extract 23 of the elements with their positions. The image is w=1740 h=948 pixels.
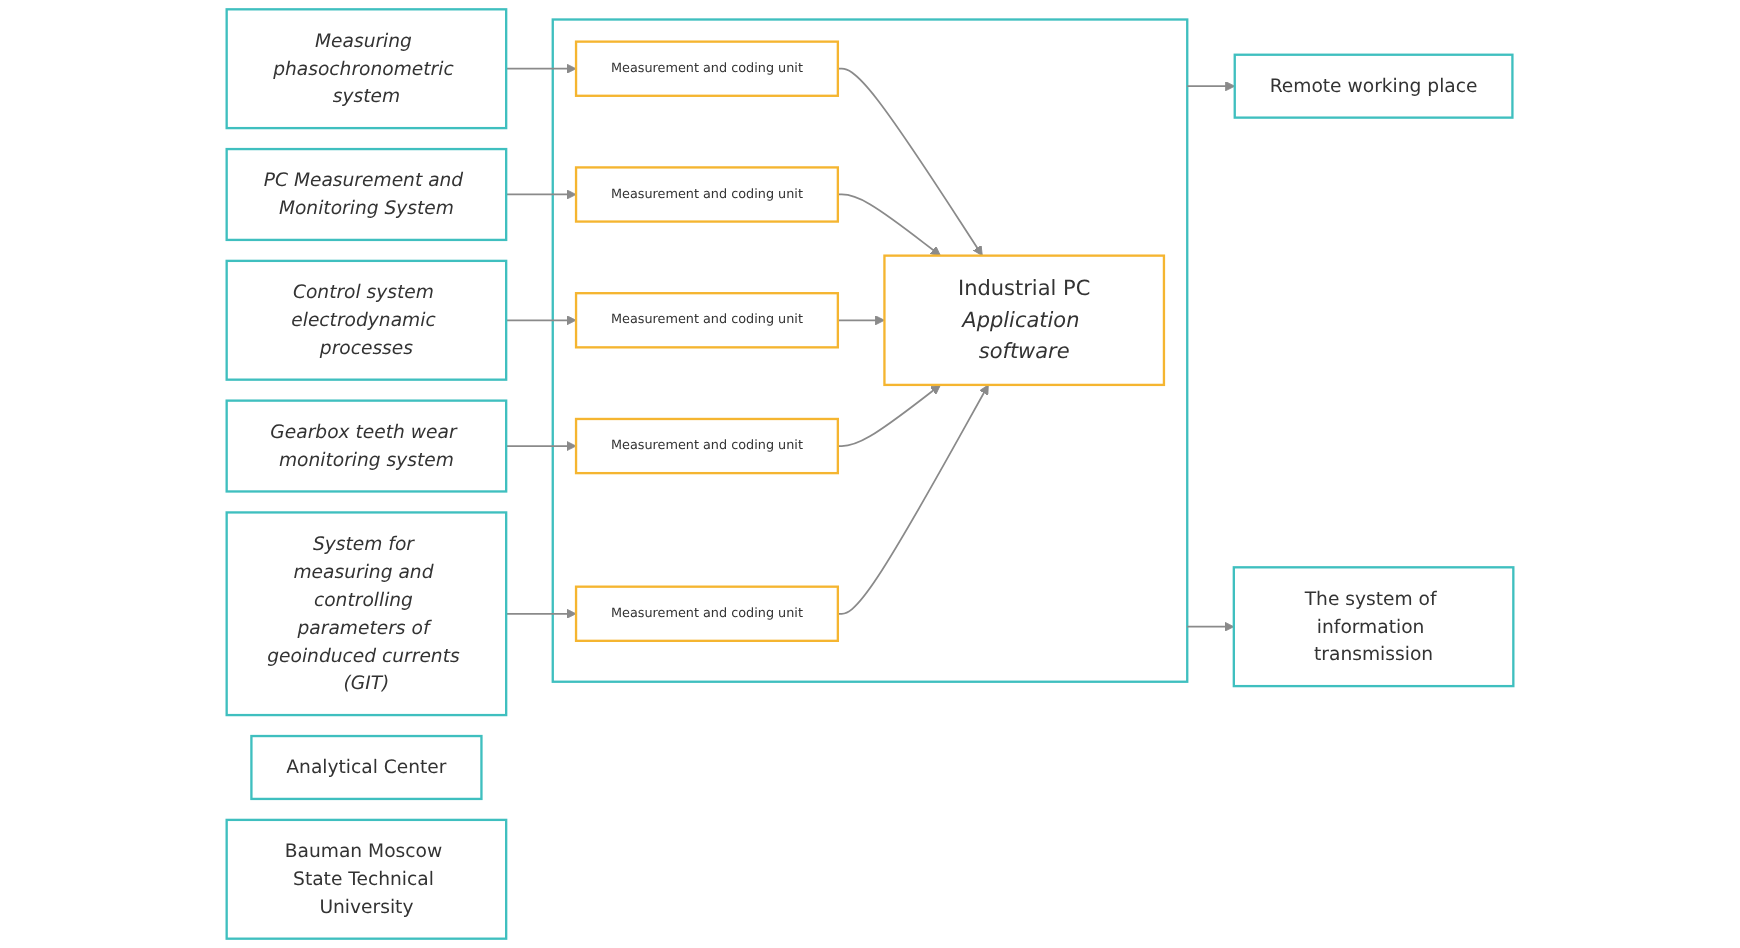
arrow [836,315,885,326]
arrow [836,67,983,257]
node-box: Industrial PC Application software [883,254,1166,387]
node-box: Control system electrodynamic processes [225,259,508,381]
arrow [1186,621,1235,632]
node-box: Remote working place [1233,53,1514,119]
arrow [836,384,989,615]
node-box: Measuring phasochronometric system [225,8,508,130]
arrow [836,384,941,447]
arrow [505,63,577,74]
node-box: System for measuring and controlling parameters of geoinduced currents (GIT) [225,511,508,717]
cluster [551,18,1189,683]
arrow [505,315,577,326]
node-box: Analytical Center [250,734,483,801]
arrow [1186,81,1236,92]
arrow [505,189,577,200]
node-box: Bauman Moscow State Technical University [225,818,508,940]
arrow [836,193,941,257]
node-box: PC Measurement and Monitoring System [225,147,508,242]
node-box: The system of information transmission [1232,566,1515,688]
node-box: Gearbox teeth wear monitoring system [225,399,508,493]
arrow [505,608,577,619]
arrow [505,440,577,452]
